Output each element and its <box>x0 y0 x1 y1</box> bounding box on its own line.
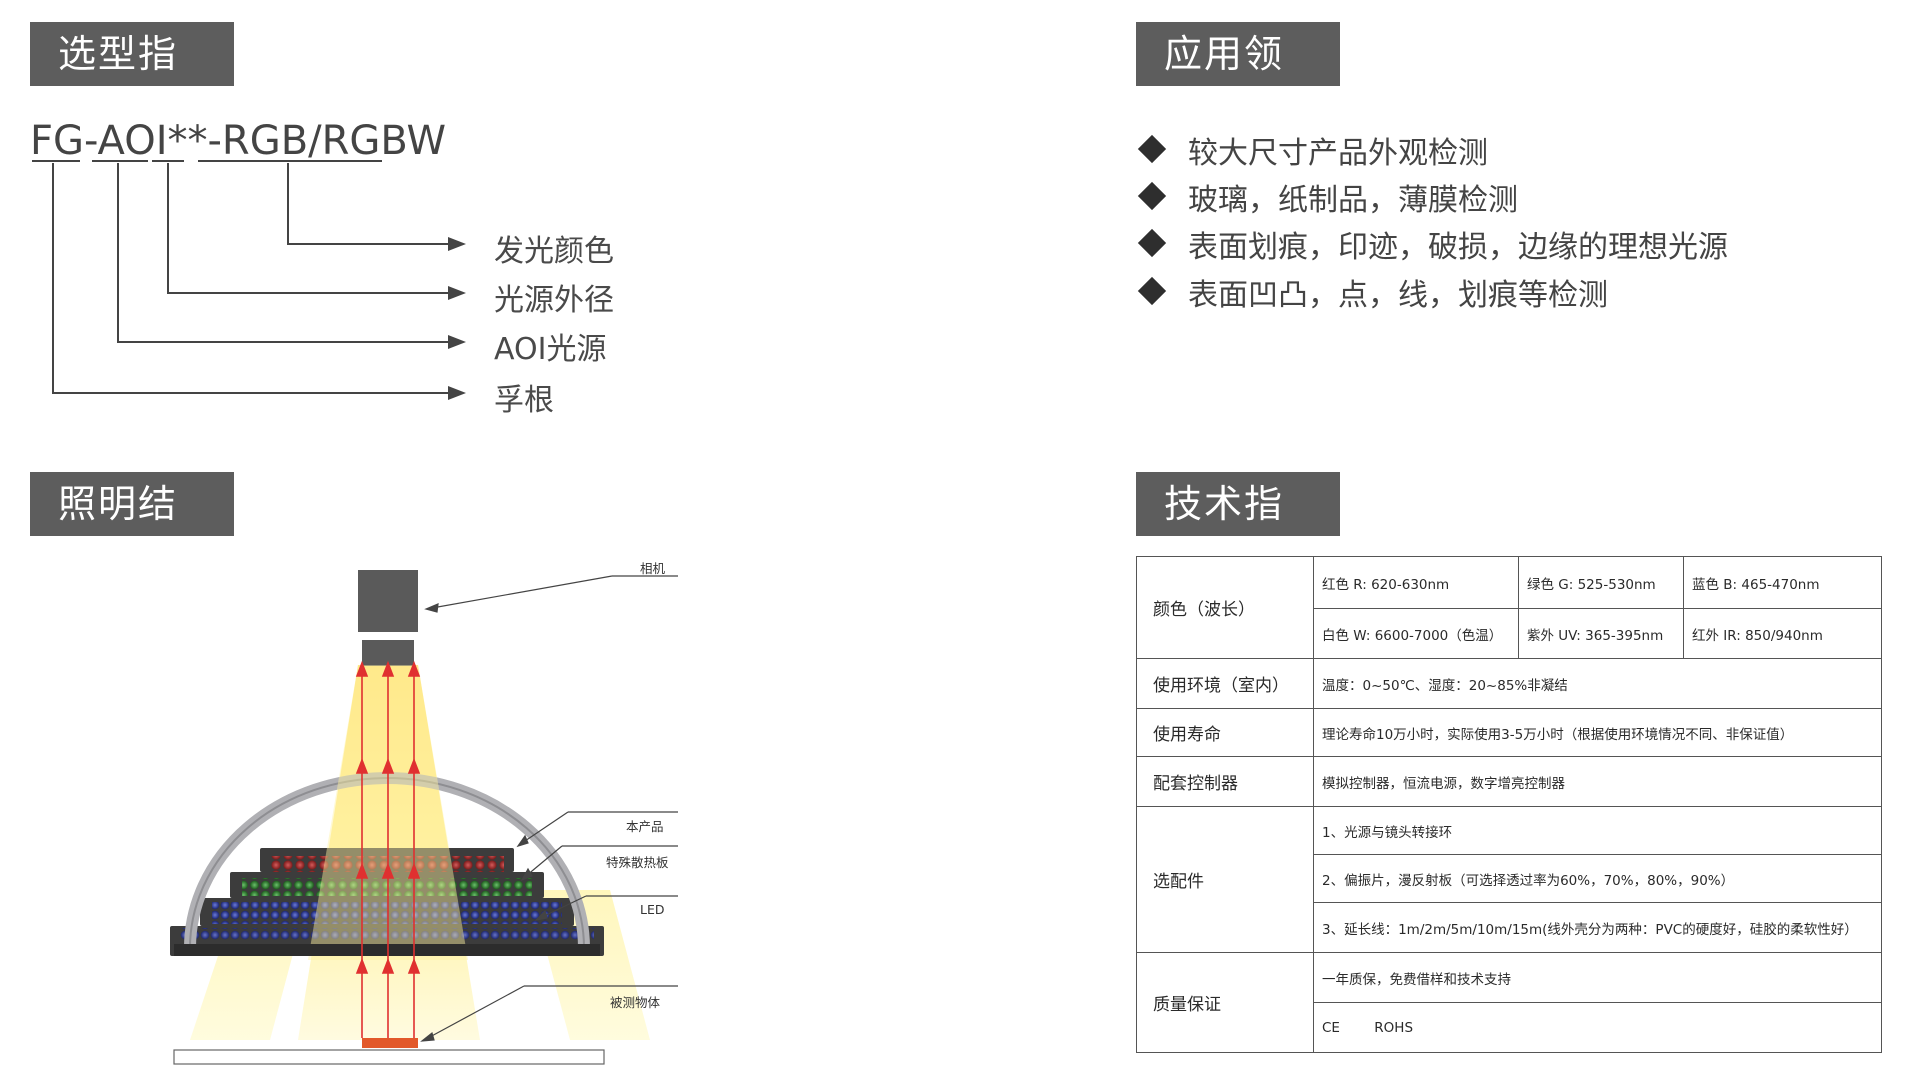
spec-name-accessories: 选配件 <box>1136 806 1314 953</box>
table-row: 3、延长线：1m/2m/5m/10m/15m(线外壳分为两种：PVC的硬度好，硅… <box>1137 902 1882 953</box>
diamond-bullet-icon <box>1137 228 1167 258</box>
diamond-bullet-icon <box>1137 181 1167 211</box>
spec-name-controller: 配套控制器 <box>1136 756 1314 807</box>
spec-quality-1: 一年质保，免费借样和技术支持 <box>1313 952 1882 1003</box>
application-item: 玻璃，纸制品，薄膜检测 <box>1137 175 1518 219</box>
model-label-aoi: AOI光源 <box>494 332 607 367</box>
spec-quality-2: CE ROHS <box>1313 1002 1882 1053</box>
model-code: FG-AOI**-RGB/RGBW <box>30 118 446 164</box>
diagram-label-heatsink: 特殊散热板 <box>606 855 669 870</box>
application-item: 较大尺寸产品外观检测 <box>1137 128 1488 172</box>
table-row: 使用环境（室内） 温度：0~50℃、湿度：20~85%非凝结 <box>1136 658 1882 709</box>
section-header-lighting-structure: 照明结构 <box>30 472 234 590</box>
spec-env-value: 温度：0~50℃、湿度：20~85%非凝结 <box>1313 658 1882 709</box>
spec-white: 白色 W: 6600-7000（色温） <box>1313 608 1519 659</box>
spec-ir: 红外 IR: 850/940nm <box>1683 608 1882 659</box>
table-row: 颜色（波长） 红色 R: 620-630nm 绿色 G: 525-530nm 蓝… <box>1136 556 1882 659</box>
spec-accessory-1: 1、光源与镜头转接环 <box>1313 806 1882 855</box>
model-label-brand: 孚根 <box>494 383 554 418</box>
spec-uv: 紫外 UV: 365-395nm <box>1518 608 1684 659</box>
tech-spec-table: 颜色（波长） 红色 R: 620-630nm 绿色 G: 525-530nm 蓝… <box>1136 556 1882 1053</box>
application-item: 表面凹凸，点，线，划痕等检测 <box>1137 270 1608 314</box>
model-label-color: 发光颜色 <box>494 234 614 269</box>
model-label-diameter: 光源外径 <box>494 283 614 318</box>
diagram-label-product: 本产品 <box>626 819 664 834</box>
table-row: 使用寿命 理论寿命10万小时，实际使用3-5万小时（根据使用环境情况不同、非保证… <box>1136 708 1882 757</box>
section-header-tech-specs: 技术指标 <box>1136 472 1340 590</box>
diamond-bullet-icon <box>1137 276 1167 306</box>
section-header-application: 应用领域 <box>1136 22 1340 140</box>
table-row: 质量保证 一年质保，免费借样和技术支持 <box>1136 952 1882 1053</box>
table-row: CE ROHS <box>1137 1002 1882 1053</box>
diagram-label-led: LED <box>640 902 665 917</box>
spec-blue: 蓝色 B: 465-470nm <box>1683 556 1882 609</box>
model-breakdown-lines <box>32 160 466 400</box>
spec-accessory-2: 2、偏振片，漫反射板（可选择透过率为60%，70%，80%，90%） <box>1313 854 1882 903</box>
table-row: 选配件 1、光源与镜头转接环 <box>1136 806 1882 953</box>
spec-controller-value: 模拟控制器，恒流电源，数字增亮控制器 <box>1313 756 1882 807</box>
diamond-bullet-icon <box>1137 134 1167 164</box>
table-row: 白色 W: 6600-7000（色温） 紫外 UV: 365-395nm 红外 … <box>1137 608 1882 659</box>
spec-accessory-3: 3、延长线：1m/2m/5m/10m/15m(线外壳分为两种：PVC的硬度好，硅… <box>1313 902 1882 953</box>
spec-name-color: 颜色（波长） <box>1136 556 1314 659</box>
lighting-structure-diagram <box>170 570 678 1065</box>
spec-name-quality: 质量保证 <box>1136 952 1314 1053</box>
spec-name-env: 使用环境（室内） <box>1136 658 1314 709</box>
spec-name-life: 使用寿命 <box>1136 708 1314 757</box>
table-row: 配套控制器 模拟控制器，恒流电源，数字增亮控制器 <box>1136 756 1882 807</box>
application-item: 表面划痕，印迹，破损，边缘的理想光源 <box>1137 222 1728 266</box>
section-header-selection-guide: 选型指南 <box>30 22 234 140</box>
diagram-label-camera: 相机 <box>640 561 666 576</box>
spec-red: 红色 R: 620-630nm <box>1313 556 1519 609</box>
spec-green: 绿色 G: 525-530nm <box>1518 556 1684 609</box>
spec-life-value: 理论寿命10万小时，实际使用3-5万小时（根据使用环境情况不同、非保证值） <box>1313 708 1882 757</box>
diagram-label-object: 被测物体 <box>610 995 661 1010</box>
